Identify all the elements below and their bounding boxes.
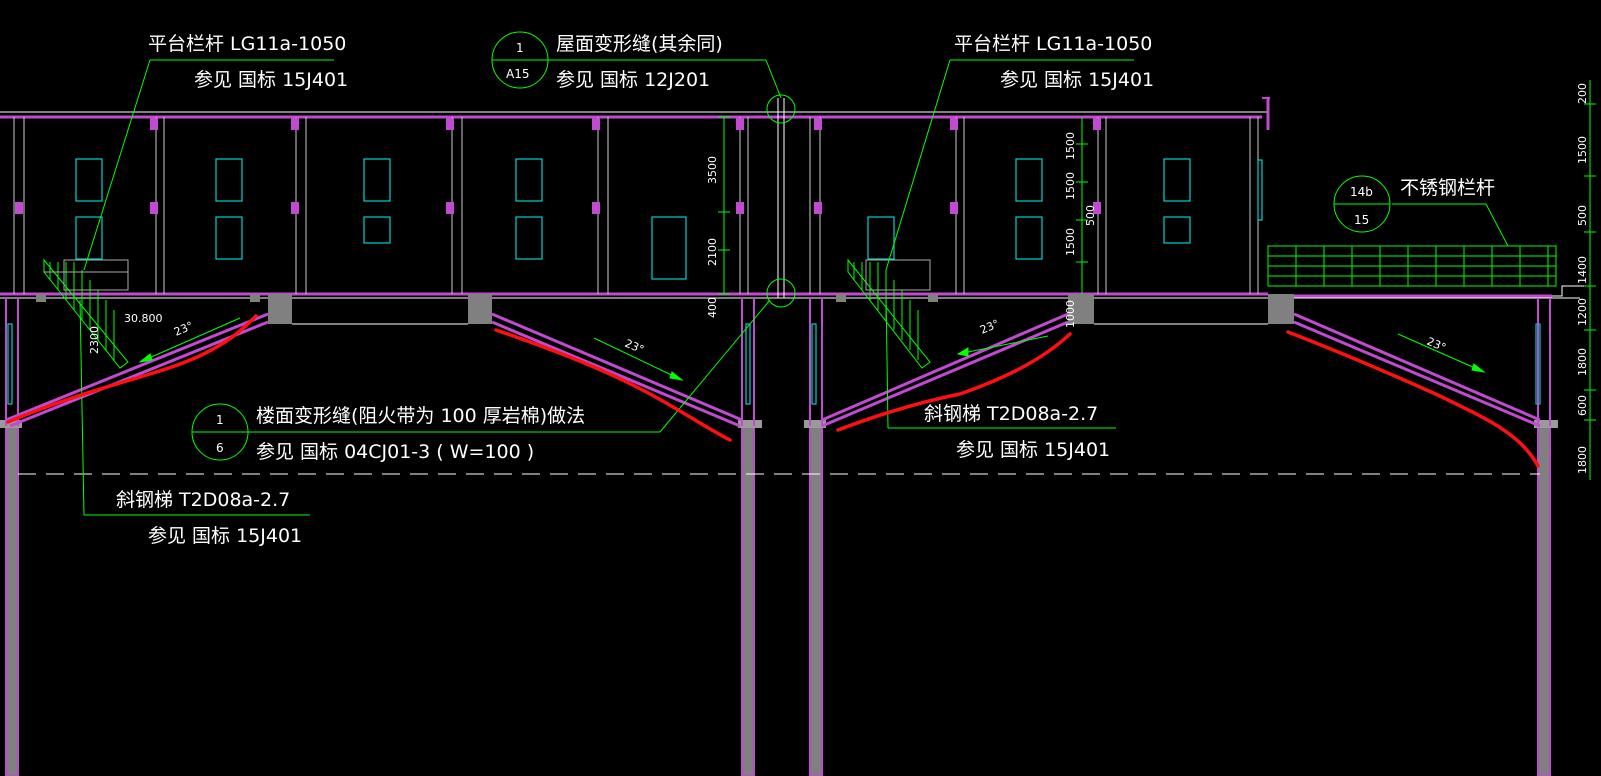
steel-stair-1-title: 斜钢梯 T2D08a-2.7 [116, 489, 290, 511]
right-bay-dim-4: 500 [1084, 205, 1097, 226]
wall-caps [0, 420, 1558, 428]
stainless-railing-sym-bottom: 15 [1354, 213, 1369, 227]
stair-height-dim: 2300 [88, 326, 101, 354]
right-bay-dim-1: 1500 [1064, 132, 1077, 160]
mid-dim-3: 400 [706, 297, 719, 318]
edge-dim-6: 1800 [1576, 348, 1589, 376]
beams [36, 294, 1294, 324]
edge-dim-4: 1400 [1576, 256, 1589, 284]
edge-dim-2: 1500 [1576, 136, 1589, 164]
edge-dim-1: 200 [1576, 83, 1589, 104]
angle-label-1: 23° [172, 319, 195, 339]
wall-lines [5, 298, 1551, 426]
roof-joint-sym-top: 1 [516, 41, 524, 55]
lower-walls [5, 425, 1551, 776]
windows [7, 158, 1541, 405]
platform-railing-1-ref: 参见 国标 15J401 [194, 69, 348, 91]
edge-dim-8: 1800 [1576, 446, 1589, 474]
edge-dim-5: 1200 [1576, 298, 1589, 326]
roof-joint-sym-bottom: A15 [506, 67, 529, 81]
roof-joint-ref: 参见 国标 12J201 [556, 69, 710, 91]
floor-joint-ref: 参见 国标 04CJ01-3 ( W=100 ) [256, 441, 534, 463]
expansion-joint [766, 94, 796, 308]
floor-joint-sym-bottom: 6 [216, 441, 224, 455]
floor-joint-sym-top: 1 [216, 413, 224, 427]
parapet [1552, 285, 1590, 297]
stair-right [847, 258, 931, 369]
steel-stair-2-title: 斜钢梯 T2D08a-2.7 [924, 403, 1098, 425]
right-bay-dim-3: 1500 [1064, 228, 1077, 256]
stainless-railing-sym-top: 14b [1350, 185, 1373, 199]
column-markers [15, 118, 1101, 214]
roof-joint-title: 屋面变形缝(其余同) [556, 33, 723, 55]
slope-arrows [138, 317, 1486, 381]
platform-railing-2-title: 平台栏杆 LG11a-1050 [954, 33, 1152, 55]
red-markup [6, 314, 1540, 468]
edge-dim-7: 600 [1576, 395, 1589, 416]
sloped-beams [5, 312, 1541, 428]
leader-lines [79, 31, 1509, 516]
platform-railing-2-ref: 参见 国标 15J401 [1000, 69, 1154, 91]
stainless-railing-title: 不锈钢栏杆 [1400, 177, 1495, 199]
right-bay-dim-5: 1000 [1064, 300, 1077, 328]
building-structure [0, 97, 1580, 299]
steel-stair-2-ref: 参见 国标 15J401 [956, 439, 1110, 461]
dim-lines [718, 116, 1088, 295]
platform-railing-1-title: 平台栏杆 LG11a-1050 [148, 33, 346, 55]
mid-dim-2: 2100 [706, 238, 719, 266]
steel-stair-1-ref: 参见 国标 15J401 [148, 525, 302, 547]
right-bay-dim-2: 1500 [1064, 172, 1077, 200]
mid-dim-1: 3500 [706, 156, 719, 184]
elevation-label: 30.800 [124, 312, 163, 325]
floor-joint-title: 楼面变形缝(阻火带为 100 厚岩棉)做法 [256, 405, 585, 427]
edge-dim-3: 500 [1576, 205, 1589, 226]
angle-label-3: 23° [978, 317, 1001, 337]
right-dim-line [1584, 80, 1596, 480]
stainless-railing [1267, 245, 1557, 287]
stair-left [43, 258, 129, 369]
angle-label-4: 23° [1425, 335, 1448, 355]
